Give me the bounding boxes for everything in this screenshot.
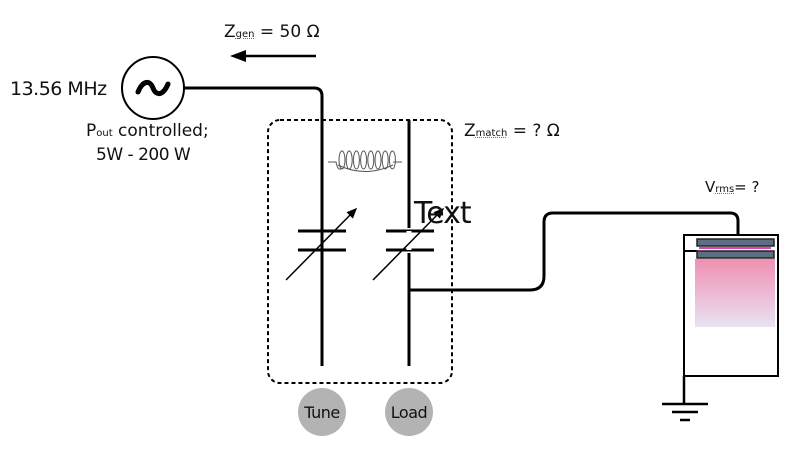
matchbox-outline — [267, 119, 453, 384]
ac-source-icon — [135, 80, 171, 96]
zmatch-value: = ? Ω — [507, 121, 560, 141]
zgen-value: = 50 Ω — [254, 22, 320, 42]
zmatch-symbol: Z — [464, 121, 476, 141]
zgen-label: Zgen = 50 Ω — [224, 22, 320, 42]
power-label: Pout controlled; — [86, 121, 209, 141]
plasma-glow — [695, 259, 775, 327]
inductor-icon — [328, 150, 402, 172]
vrms-symbol: V — [705, 178, 716, 196]
inductor-coil — [360, 150, 368, 170]
power-range: 5W - 200 W — [96, 145, 191, 165]
inductor-coil — [381, 150, 389, 170]
inductor-coil — [367, 150, 375, 170]
feed-wire — [184, 86, 324, 366]
powered-electrode — [696, 238, 775, 247]
zgen-symbol: Z — [224, 22, 236, 42]
vrms-subscript: rms — [715, 184, 735, 195]
inductor-coil — [338, 150, 346, 170]
power-controlled: controlled; — [112, 121, 209, 141]
zgen-subscript: gen — [235, 29, 255, 40]
load-capacitor-icon — [372, 207, 445, 281]
load-knob[interactable]: Load — [385, 388, 433, 436]
output-wire — [409, 211, 740, 292]
ground-icon — [662, 376, 708, 422]
vrms-label: Vrms= ? — [705, 178, 759, 196]
inductor-coil — [374, 150, 382, 170]
tune-knob[interactable]: Tune — [298, 388, 346, 436]
inductor-coil — [345, 150, 353, 170]
grounded-electrode — [696, 250, 775, 259]
power-symbol: P — [86, 121, 97, 141]
overlay-text[interactable]: Text — [414, 196, 472, 231]
zmatch-subscript: match — [475, 128, 508, 139]
inductor-coil — [352, 150, 360, 170]
power-subscript: out — [96, 128, 113, 139]
inductor-coil — [388, 150, 396, 170]
zmatch-label: Zmatch = ? Ω — [464, 121, 560, 141]
zgen-arrow — [230, 50, 316, 62]
vrms-value: = ? — [734, 178, 760, 196]
frequency-label: 13.56 MHz — [10, 78, 107, 100]
tune-capacitor-icon — [285, 120, 358, 281]
